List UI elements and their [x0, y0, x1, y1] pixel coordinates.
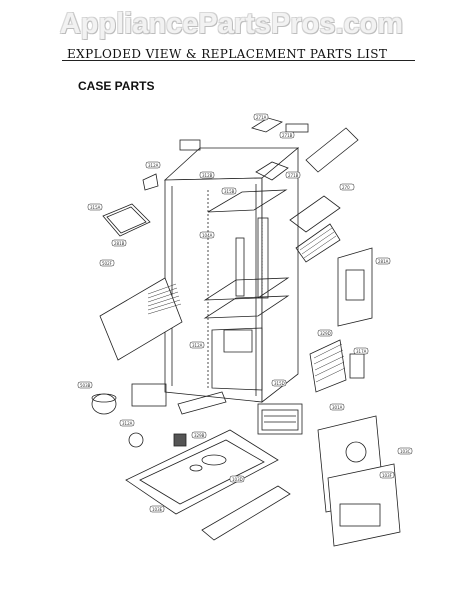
part-callout-label: 271A: [256, 115, 267, 120]
part-callout-label: 103D: [232, 477, 243, 482]
machine-base: [125, 429, 279, 515]
tray: [102, 203, 151, 237]
part-callout-label: 503B: [80, 383, 91, 388]
part-callout-label: 281B: [114, 241, 125, 246]
top-hinge-cover: [251, 117, 309, 181]
part-bracket-2: [142, 173, 159, 191]
dispenser-assembly: [317, 415, 401, 547]
section-title: CASE PARTS: [78, 79, 155, 93]
crisper-cover: [257, 403, 303, 435]
part-callout-label: 103C: [400, 449, 411, 454]
part-callout-label: 312A: [148, 163, 159, 168]
part-callout-label: 315A: [90, 205, 101, 210]
part-callouts: [77, 113, 413, 513]
part-callout-label: 317A: [356, 349, 367, 354]
part-callout-label: 312B: [202, 173, 213, 178]
part-callout-label: 329B: [194, 433, 205, 438]
part-callout-label: 312A: [192, 343, 203, 348]
evaporator: [309, 339, 365, 393]
fan-motor: [128, 432, 187, 448]
part-callout-label: 315B: [224, 189, 235, 194]
part-bracket-1: [179, 139, 201, 151]
page-title: EXPLODED VIEW & REPLACEMENT PARTS LIST: [67, 47, 388, 61]
side-panel: [99, 277, 183, 361]
part-callout-label: 103E: [152, 507, 163, 512]
lower-hinge: [177, 391, 227, 415]
base-grille: [201, 485, 291, 541]
watermark: AppliancePartsPros.com: [59, 8, 404, 40]
part-callout-label: 103F: [382, 473, 393, 478]
part-callout-label: 281A: [378, 259, 389, 264]
header-rule: [62, 60, 415, 61]
part-callout-label: 502F: [102, 261, 113, 266]
part-callout-label: 270: [342, 185, 350, 190]
cabinet-body: [163, 147, 300, 403]
part-callout-label: 104A: [202, 233, 213, 238]
relay-box: [131, 383, 167, 407]
part-callout-label: 271B: [282, 133, 293, 138]
part-callout-label: 312A: [122, 421, 133, 426]
part-callout-label: 271B: [288, 173, 299, 178]
compressor: [91, 393, 117, 415]
control-assembly: [289, 127, 359, 263]
part-callout-label: 329D: [320, 331, 331, 336]
air-duct: [337, 247, 373, 327]
part-callout-label: 301A: [332, 405, 343, 410]
part-callout-label: 315D: [274, 381, 285, 386]
